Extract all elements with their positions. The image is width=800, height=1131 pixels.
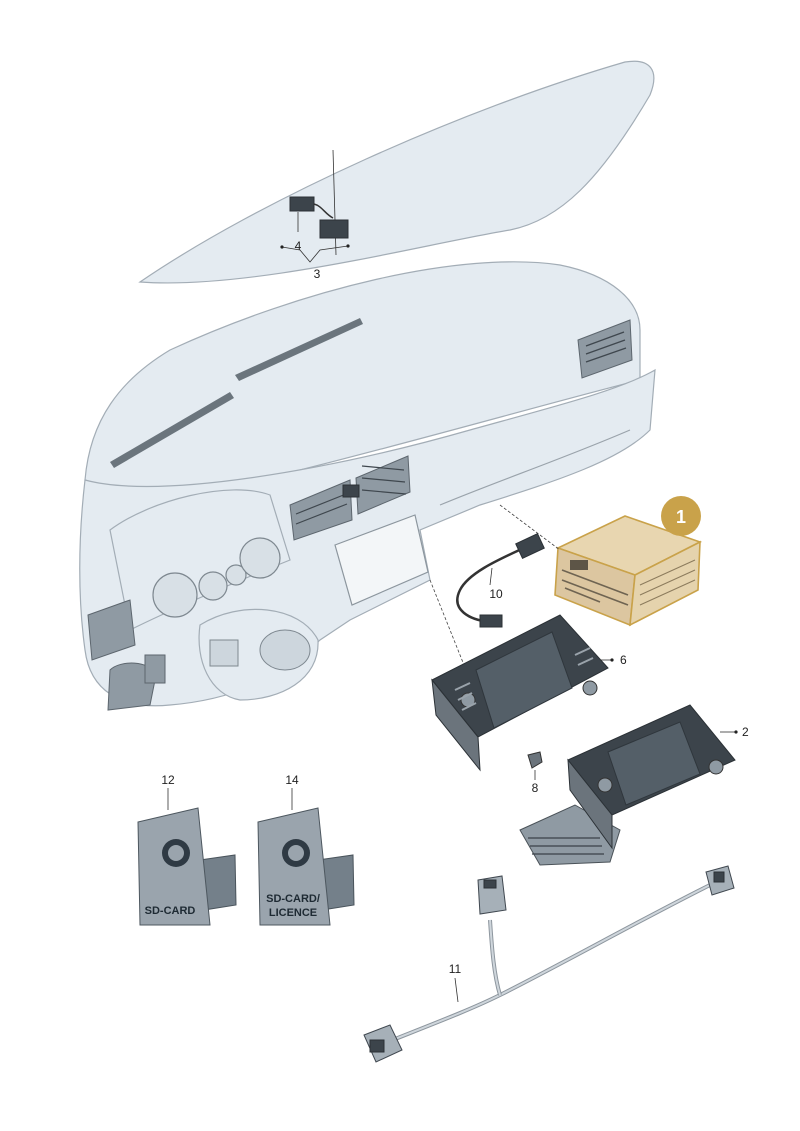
- radio-opening: [334, 514, 429, 606]
- callout-1-label: 1: [676, 507, 686, 527]
- licence-label-line1: SD-CARD/: [266, 893, 320, 905]
- part-11-wiring-harness: 11: [363, 865, 735, 1063]
- callout-3-label: 3: [314, 267, 321, 281]
- part-12-sd-card: SD-CARD 12: [137, 773, 237, 926]
- defroster-vent-left: [110, 392, 234, 468]
- instrument-cluster: [109, 489, 291, 631]
- callout-2-label: 2: [742, 725, 749, 739]
- callout-12-label: 12: [161, 773, 175, 787]
- callout-6-label: 6: [620, 653, 627, 667]
- callout-11-label: 11: [449, 962, 462, 976]
- callout-10-label: 10: [489, 587, 503, 601]
- callout-8-label: 8: [532, 781, 539, 795]
- part-10-antenna-cable: 10: [456, 533, 545, 628]
- part-6-display-unit: 6: [431, 614, 627, 772]
- sd-card-label: SD-CARD: [145, 905, 196, 917]
- part-14-sd-card-licence: SD-CARD/ LICENCE 14: [257, 773, 355, 926]
- windshield: [138, 60, 655, 284]
- part-2-radio-assembly: 2: [519, 704, 749, 866]
- licence-label-line2: LICENCE: [269, 907, 317, 919]
- callout-4-label: 4: [295, 239, 302, 253]
- callout-14-label: 14: [285, 773, 299, 787]
- defroster-vent-right: [235, 318, 363, 381]
- callout-badge-1: 1: [661, 496, 701, 536]
- part-3-4-sensor-connector: [280, 149, 350, 263]
- left-air-vents: [87, 599, 166, 711]
- part-8-clip: 8: [527, 751, 543, 795]
- right-air-vent: [577, 319, 633, 379]
- steering-column: [198, 608, 319, 701]
- part-1-radio-unit: [554, 515, 703, 627]
- glovebox-line: [439, 429, 631, 506]
- dashboard-illustration: [79, 60, 656, 711]
- center-air-vents: [289, 455, 411, 541]
